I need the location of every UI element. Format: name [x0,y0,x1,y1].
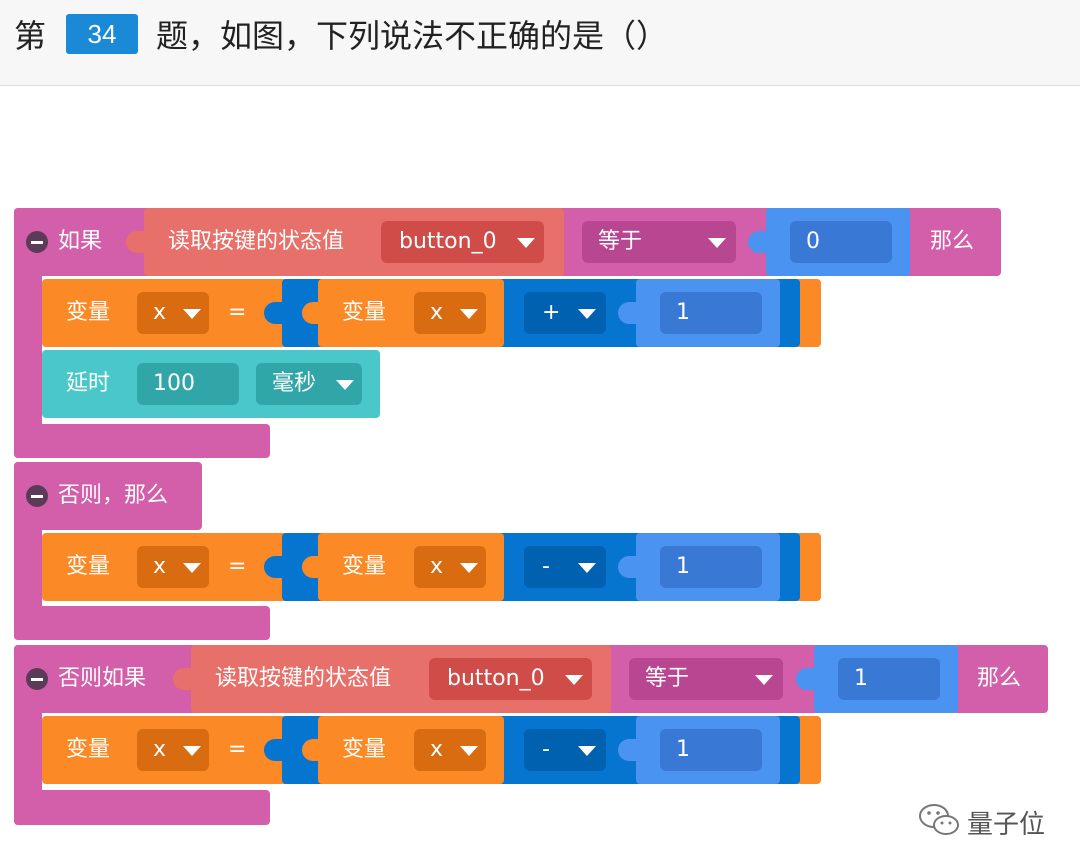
inner-variable-select-value: x [430,300,444,325]
else-footer [14,606,270,640]
inner-variable-select[interactable]: x [414,546,486,588]
math-connector [264,556,282,578]
compare-select-value: 等于 [598,229,643,254]
number-input[interactable]: 1 [660,546,762,588]
else-label: 否则，那么 [58,483,169,508]
chevron-down-icon [183,746,201,756]
operator-select-value: + [542,300,561,325]
question-bar: 第 34 题，如图，下列说法不正确的是（） [0,0,1080,86]
number-connector [618,739,636,761]
variable-select[interactable]: x [137,292,209,334]
read-button-state-label: 读取按键的状态值 [168,229,345,254]
collapse-minus-icon[interactable] [26,668,48,690]
number-input-value: 1 [676,737,690,762]
number-input[interactable]: 0 [790,221,892,263]
inner-variable-connector [302,739,320,761]
button-select-value: button_0 [447,666,545,691]
sensor-connector [173,668,191,690]
number-input[interactable]: 1 [660,292,762,334]
variable-label: 变量 [66,300,111,325]
compare-select-value: 等于 [645,666,690,691]
operator-select[interactable]: + [524,292,606,334]
operator-select-value: - [542,554,550,579]
equals-label: = [228,300,247,325]
question-text: 题，如图，下列说法不正确的是（） [156,17,669,55]
inner-variable-connector [302,556,320,578]
compare-select[interactable]: 等于 [629,658,783,700]
delay-input-value: 100 [153,371,195,396]
compare-select[interactable]: 等于 [582,221,736,263]
inner-variable-label: 变量 [342,737,387,762]
chevron-down-icon [578,563,596,573]
number-connector [618,556,636,578]
chevron-down-icon [578,309,596,319]
then-label: 那么 [977,666,1022,691]
chevron-down-icon [517,238,535,248]
math-connector [264,302,282,324]
button-select-value: button_0 [399,229,497,254]
collapse-minus-icon[interactable] [26,231,48,253]
chevron-down-icon [460,309,478,319]
number-input[interactable]: 1 [838,658,940,700]
variable-select[interactable]: x [137,729,209,771]
variable-select[interactable]: x [137,546,209,588]
elseif-footer [14,790,270,825]
chevron-down-icon [565,675,583,685]
chevron-down-icon [708,238,726,248]
number-input[interactable]: 1 [660,729,762,771]
chevron-down-icon [460,563,478,573]
variable-label: 变量 [66,554,111,579]
math-connector [264,739,282,761]
variable-select-value: x [153,300,167,325]
question-prefix: 第 [14,17,47,55]
operator-select-value: - [542,737,550,762]
button-select[interactable]: button_0 [381,221,544,263]
inner-variable-select[interactable]: x [414,292,486,334]
if-label: 如果 [58,229,103,254]
number-connector [748,231,766,253]
equals-label: = [228,554,247,579]
watermark-text: 量子位 [967,810,1046,840]
chevron-down-icon [336,380,354,390]
watermark: 量子位 [915,798,1055,842]
equals-label: = [228,737,247,762]
number-input-value: 1 [676,300,690,325]
read-button-state-label: 读取按键的状态值 [215,666,392,691]
number-connector [796,668,814,690]
wechat-icon [919,804,959,835]
button-select[interactable]: button_0 [429,658,592,700]
inner-variable-label: 变量 [342,300,387,325]
then-label: 那么 [930,229,975,254]
variable-label: 变量 [66,737,111,762]
operator-select[interactable]: - [524,546,606,588]
inner-variable-select-value: x [430,554,444,579]
chevron-down-icon [578,746,596,756]
sensor-connector [126,231,144,253]
chevron-down-icon [183,563,201,573]
number-connector [618,302,636,324]
delay-input[interactable]: 100 [137,363,239,405]
collapse-minus-icon[interactable] [26,485,48,507]
operator-select[interactable]: - [524,729,606,771]
delay-unit-select-value: 毫秒 [272,371,317,396]
delay-label: 延时 [66,371,111,396]
number-input-value: 1 [854,666,868,691]
chevron-down-icon [183,309,201,319]
inner-variable-select-value: x [430,737,444,762]
inner-variable-select[interactable]: x [414,729,486,771]
chevron-down-icon [755,675,773,685]
if-footer [14,424,270,458]
question-number-badge: 34 [66,14,138,54]
delay-unit-select[interactable]: 毫秒 [256,363,362,405]
elseif-label: 否则如果 [58,666,147,691]
variable-select-value: x [153,737,167,762]
chevron-down-icon [460,746,478,756]
inner-variable-connector [302,302,320,324]
variable-select-value: x [153,554,167,579]
number-input-value: 1 [676,554,690,579]
number-input-value: 0 [806,229,820,254]
inner-variable-label: 变量 [342,554,387,579]
